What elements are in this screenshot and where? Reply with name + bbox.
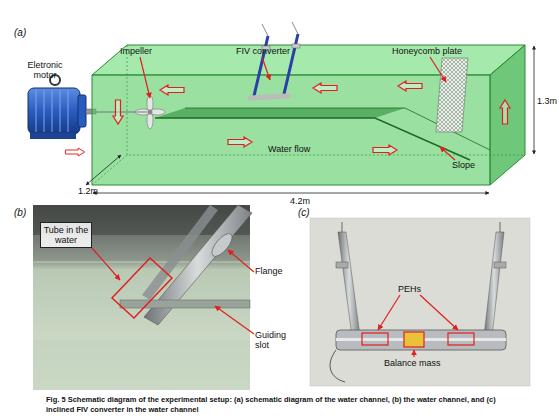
figure-label: (a)	[14, 28, 44, 38]
figure-label: Water flow	[268, 144, 338, 154]
pointer-arrows	[378, 295, 458, 357]
box-text: Tube in the water	[43, 225, 89, 245]
dimension-lines	[86, 46, 534, 193]
figure-label: (b)	[14, 208, 44, 218]
fiv-converter	[250, 22, 300, 98]
pointer-arrows	[140, 57, 455, 160]
figure-label: Balance mass	[384, 358, 454, 368]
water-channel	[65, 22, 525, 185]
water-channel-photo	[33, 205, 252, 390]
figure-label: 1.2m	[78, 186, 106, 196]
electric-motor	[28, 75, 96, 139]
figure-label: (c)	[298, 208, 328, 218]
pointer-arrows	[92, 248, 254, 334]
figure-label: Honeycomb plate	[392, 46, 492, 56]
figure-label: PEHs	[398, 284, 438, 294]
figure-label: 1.3m	[537, 96, 559, 106]
figure-label: 4.2m	[290, 196, 320, 206]
figure-label: Flange	[255, 266, 295, 276]
figure-caption: Fig. 5 Schematic diagram of the experime…	[46, 395, 516, 415]
figure-label: Eletronic motor	[22, 60, 68, 80]
figure-label: Guiding slot	[255, 330, 291, 350]
figure-label: Slope	[452, 160, 492, 170]
figure-label: Impeller	[120, 46, 180, 56]
fiv-converter-photo	[310, 218, 530, 386]
figure-label: FIV converter	[236, 46, 316, 56]
label-box: Tube in the water	[40, 222, 92, 248]
